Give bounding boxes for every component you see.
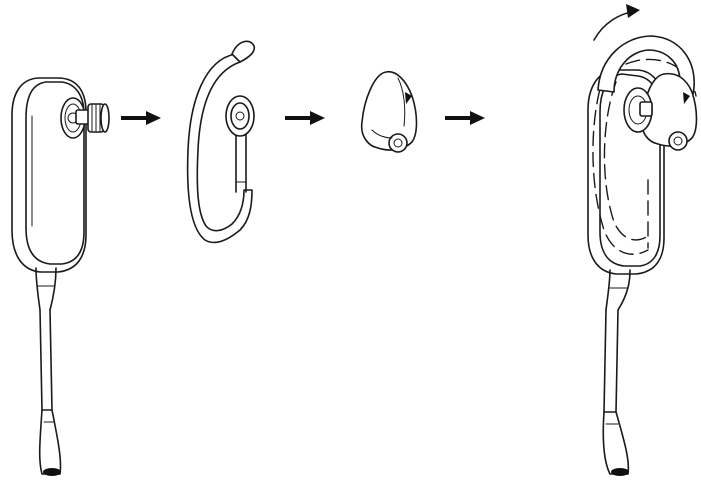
ear-tip [360,71,418,153]
arrow-right-icon [121,111,161,125]
assembled-headset [587,4,698,476]
ear-hook [186,40,256,244]
arrow-right-icon [445,111,485,125]
headset-with-post [11,77,110,476]
arrow-right-icon [285,111,325,125]
rotate-clockwise-icon [593,4,640,41]
